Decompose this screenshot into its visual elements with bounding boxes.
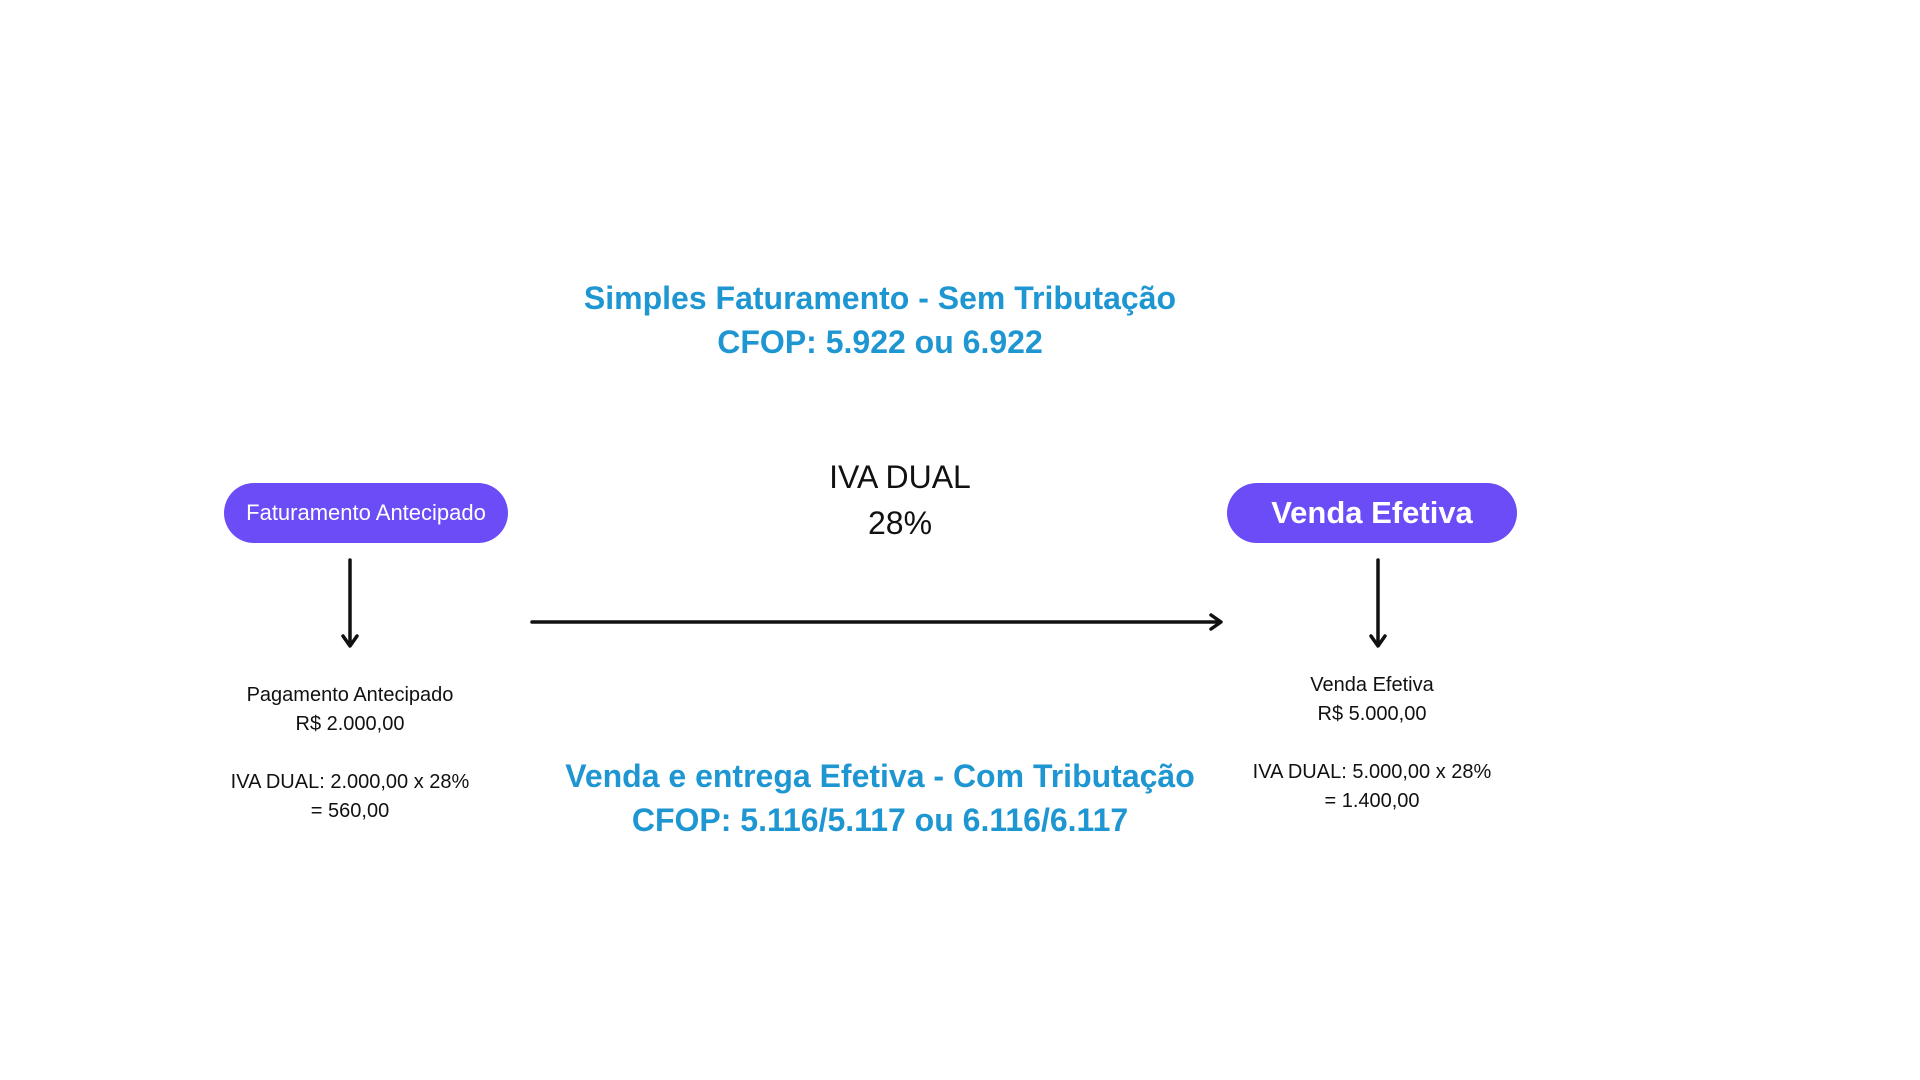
right-detail-calc: IVA DUAL: 5.000,00 x 28% <box>1252 761 1492 783</box>
left-down-arrow-head <box>341 634 359 648</box>
bottom-heading-line2: CFOP: 5.116/5.117 ou 6.116/6.117 <box>631 802 1129 838</box>
top-heading-line2: CFOP: 5.922 ou 6.922 <box>717 324 1043 360</box>
right-detail-title: Venda Efetiva <box>1310 674 1434 696</box>
top-heading-line1: Simples Faturamento - Sem Tributação <box>583 280 1177 316</box>
right-detail-amount: R$ 5.000,00 <box>1317 703 1427 725</box>
bottom-heading: Venda e entrega Efetiva - Com Tributação… <box>480 754 1280 842</box>
left-detail-amount: R$ 2.000,00 <box>295 713 405 735</box>
right-detail-block: Venda Efetiva R$ 5.000,00 IVA DUAL: 5.00… <box>1212 671 1532 816</box>
horizontal-arrow-head <box>1209 613 1223 631</box>
venda-efetiva-label: Venda Efetiva <box>1271 495 1473 530</box>
bottom-heading-line1: Venda e entrega Efetiva - Com Tributação <box>565 758 1195 794</box>
left-detail-calc: IVA DUAL: 2.000,00 x 28% <box>230 771 470 793</box>
left-detail-title: Pagamento Antecipado <box>246 684 454 706</box>
top-heading: Simples Faturamento - Sem Tributação CFO… <box>480 276 1280 364</box>
venda-efetiva-node: Venda Efetiva <box>1227 483 1517 543</box>
right-detail-result: = 1.400,00 <box>1324 790 1420 812</box>
faturamento-antecipado-node: Faturamento Antecipado <box>224 483 508 543</box>
iva-dual-label: IVA DUAL 28% <box>700 454 1100 546</box>
iva-dual-title: IVA DUAL <box>829 459 971 495</box>
left-detail-result: = 560,00 <box>310 800 390 822</box>
faturamento-antecipado-label: Faturamento Antecipado <box>246 500 486 525</box>
left-detail-block: Pagamento Antecipado R$ 2.000,00 IVA DUA… <box>190 681 510 826</box>
right-down-arrow-head <box>1369 634 1387 648</box>
iva-dual-rate: 28% <box>867 505 933 541</box>
